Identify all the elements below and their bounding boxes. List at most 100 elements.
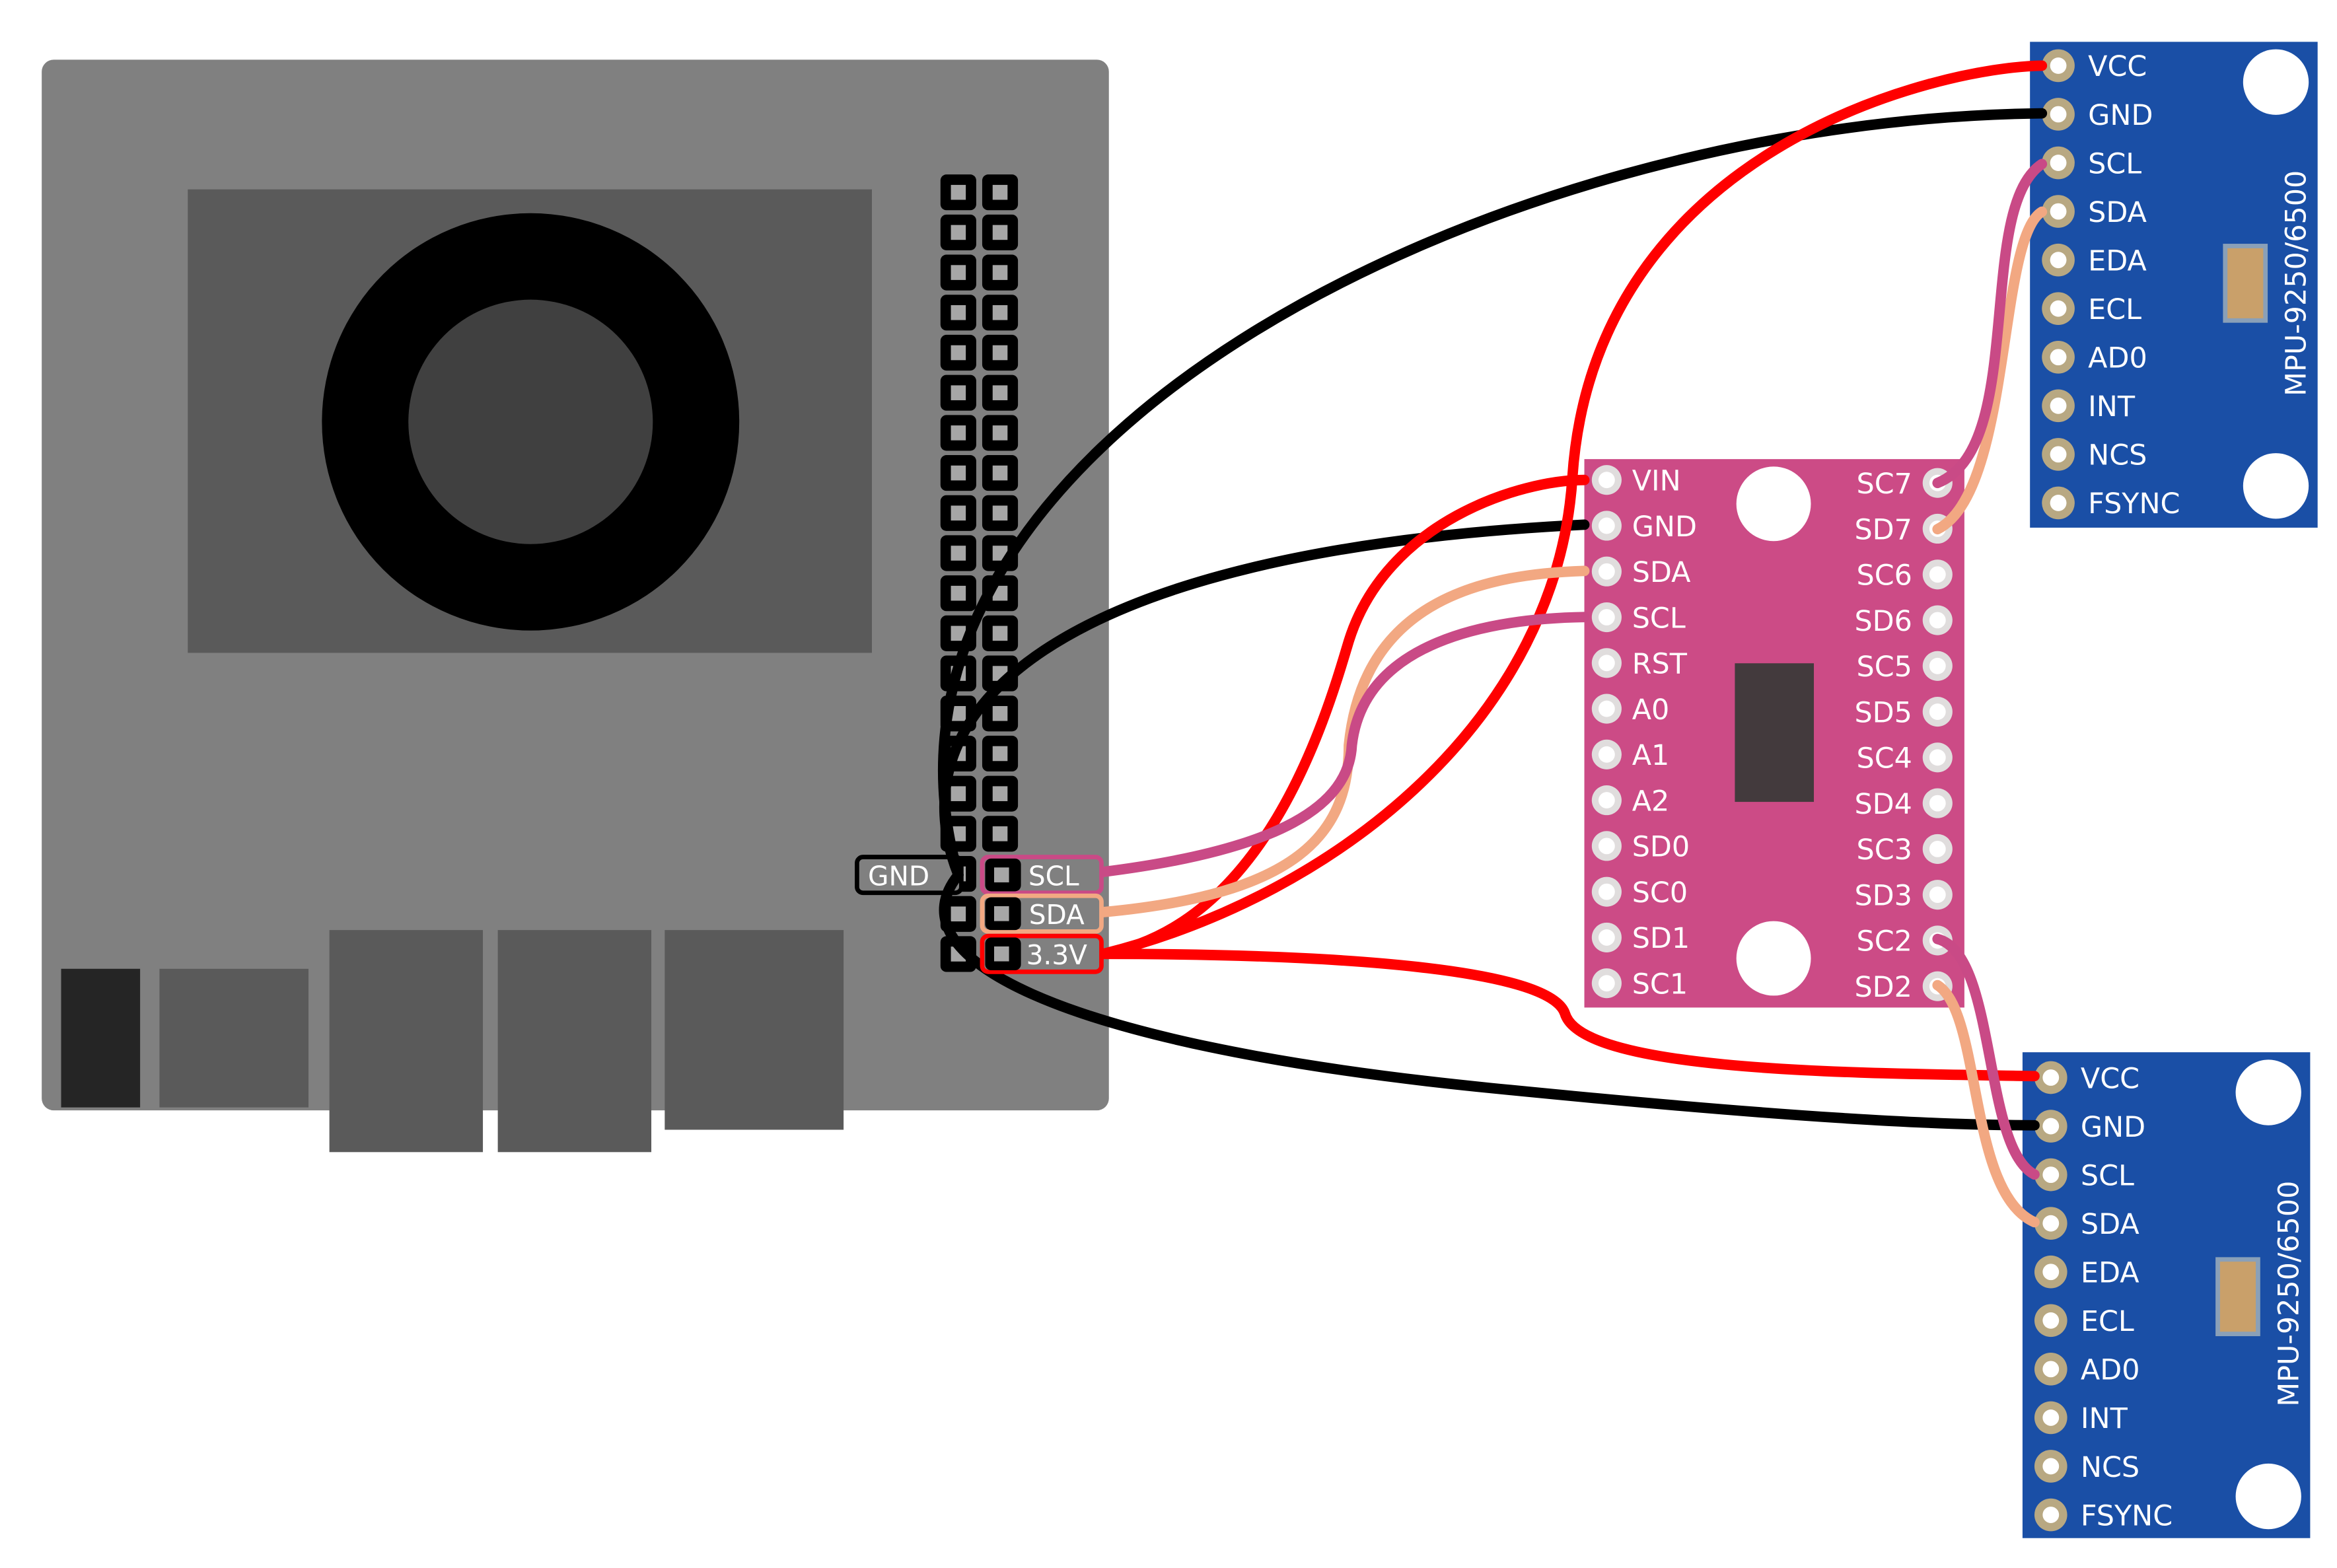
mpu-pin: SDA (2042, 195, 2147, 229)
mpu-pin-label: FSYNC (2081, 1499, 2173, 1532)
mpu-pin-label: GND (2081, 1111, 2145, 1144)
ethernet-port (665, 930, 844, 1130)
header-pin (982, 495, 1019, 531)
wire-sc2-mpu-bottom (1932, 933, 2040, 1180)
fan-hub (408, 299, 653, 544)
wire-gnd-mpu-top (938, 108, 2048, 880)
mpu-pin-label: ECL (2081, 1305, 2134, 1338)
mux-pin-label: SC6 (1857, 559, 1912, 592)
mux-pin: A1 (1591, 739, 1670, 772)
mpu-pin-label: VCC (2081, 1062, 2139, 1095)
mpu-pin-label: SCL (2088, 147, 2141, 180)
mpu-pin: ECL (2034, 1304, 2134, 1338)
mux-pin: SC6 (1857, 559, 1953, 592)
wires (938, 60, 2048, 1228)
header-pin (940, 575, 976, 612)
mux-pin: A2 (1591, 785, 1669, 818)
mpu-body (2022, 1052, 2311, 1538)
svg-text:GND: GND (868, 860, 929, 892)
usb-port-2 (497, 930, 652, 1153)
mpu-pin-label: NCS (2081, 1451, 2139, 1484)
header-pin (940, 495, 976, 531)
mux-pin: RST (1591, 648, 1688, 681)
mux-pin-label: SD0 (1632, 831, 1690, 864)
mux-pin-label: RST (1632, 648, 1688, 681)
header-pin (982, 615, 1019, 651)
header-pin (982, 174, 1019, 211)
3v3-pin-label: 3.3V (980, 933, 1104, 974)
mpu-pin-label: AD0 (2088, 342, 2147, 375)
mux-pin: GND (1591, 511, 1697, 544)
header-pin (982, 334, 1019, 371)
mpu-pin: VCC (2034, 1061, 2139, 1095)
header-pin (940, 535, 976, 571)
mux-pin-label: SC2 (1857, 925, 1912, 958)
mux-pin: SC4 (1857, 742, 1953, 775)
mounting-hole (2243, 453, 2309, 519)
mpu-pin: SCL (2042, 146, 2141, 180)
mpu-pin-label: SCL (2081, 1159, 2134, 1192)
mux-pin: A0 (1591, 694, 1670, 727)
header-pin (982, 415, 1019, 451)
mux-pin-label: SC0 (1632, 876, 1688, 909)
single-board-computer (42, 59, 1109, 1153)
mux-pin: SC5 (1857, 651, 1953, 684)
mux-pin-label: SD1 (1632, 922, 1690, 955)
mux-pin-label: SC5 (1857, 651, 1912, 684)
header-pin (940, 214, 976, 250)
mux-pin-label: A1 (1632, 739, 1670, 772)
mpu-title: MPU-9250/6500 (2272, 1181, 2305, 1407)
mux-pin: SCL (1591, 602, 1686, 635)
mpu-pin: NCS (2034, 1450, 2139, 1484)
wire-sc7-mpu-top (1932, 159, 2048, 489)
wire-gnd-mux (939, 519, 1590, 880)
sda-pin-label: SDA (980, 893, 1104, 934)
mounting-hole (2243, 49, 2309, 115)
header-pin (982, 816, 1019, 852)
header-pin (982, 695, 1019, 732)
mpu-title: MPU-9250/6500 (2280, 170, 2313, 396)
scl-pin-label: SCL (980, 855, 1104, 896)
hdmi-port (159, 968, 309, 1108)
mpu-pin-label: GND (2088, 99, 2153, 132)
header-pin (940, 174, 976, 211)
mux-pin-label: SD7 (1854, 513, 1912, 546)
mpu-pin: SDA (2034, 1207, 2139, 1241)
mpu-sensor-bottom: MPU-9250/6500 VCCGNDSCLSDAEDAECLAD0INTNC… (2022, 1052, 2311, 1538)
mpu-pin: NCS (2042, 438, 2147, 472)
mux-pin-label: SD6 (1854, 605, 1912, 638)
header-pin (982, 735, 1019, 772)
mpu-pin-label: NCS (2088, 439, 2147, 472)
mux-pin-label: SCL (1632, 602, 1686, 635)
mounting-hole (1736, 921, 1811, 996)
mux-chip (1735, 663, 1815, 802)
mux-pin: SC0 (1591, 876, 1688, 909)
mpu-pin: INT (2034, 1401, 2128, 1435)
mux-pin-label: A0 (1632, 694, 1670, 727)
mux-pin: SC1 (1591, 968, 1688, 1001)
header-pin (940, 254, 976, 291)
mux-pin: SD1 (1591, 922, 1690, 955)
wire-sd2-mpu-bottom (1932, 980, 2040, 1228)
mpu-body (2030, 42, 2318, 528)
header-pin (982, 374, 1019, 411)
mux-pin-label: SD5 (1854, 696, 1912, 729)
wire-sd7-mpu-top (1932, 206, 2048, 535)
mpu-pin: EDA (2042, 243, 2147, 277)
mux-pin: SC2 (1857, 925, 1953, 958)
mpu-pin-label: SDA (2088, 196, 2147, 229)
i2c-multiplexer: VINGNDSDASCLRSTA0A1A2SD0SC0SD1SC1SC7SD7S… (1584, 459, 1964, 1008)
header-pin (940, 334, 976, 371)
mux-pin-label: SD3 (1854, 879, 1912, 912)
mpu-pin-label: EDA (2088, 244, 2147, 277)
mux-pin-label: GND (1632, 511, 1697, 544)
mpu-pin-label: VCC (2088, 50, 2147, 83)
header-pin (940, 415, 976, 451)
wire-gnd-mpu-bottom (939, 869, 2040, 1131)
mpu-sensor-top: MPU-9250/6500 VCCGNDSCLSDAEDAECLAD0INTNC… (2030, 42, 2318, 528)
mpu-pin: GND (2042, 98, 2153, 132)
mpu-pin: EDA (2034, 1255, 2139, 1290)
mounting-hole (2235, 1463, 2301, 1530)
mounting-hole (1736, 466, 1811, 542)
